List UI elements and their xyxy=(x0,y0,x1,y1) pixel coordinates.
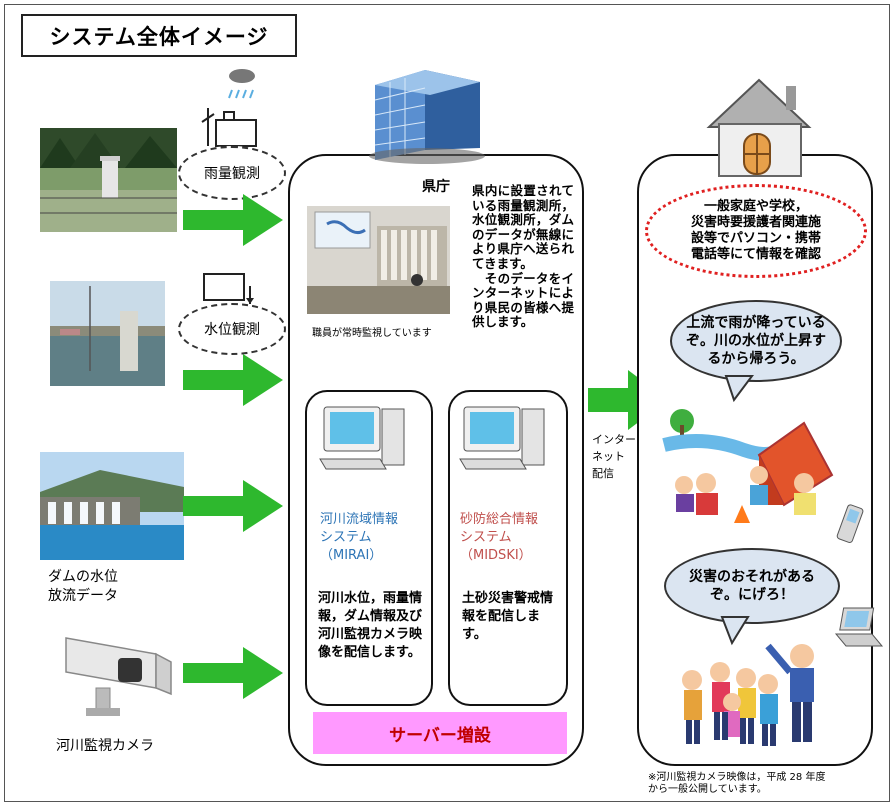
camping-family-illustration xyxy=(662,409,834,523)
speech-bubble-rain-tail xyxy=(724,375,754,403)
midski-computer-icon xyxy=(459,406,545,470)
evacuating-people-illustration xyxy=(682,643,814,746)
speech-bubble-evacuate-tail xyxy=(720,616,750,646)
mirai-system-body: 河川水位，雨量情報，ダム情報及び河川監視カメラ映像を配信します。 xyxy=(318,591,423,660)
public-access-oval: 一般家庭や学校， 災害時要援護者関連施 設等でパソコン・携帯 電話等にて情報を確… xyxy=(645,184,867,278)
rain-observation-label: 雨量観測 xyxy=(178,146,286,200)
speech-bubble-evacuate: 災害のおそれがあるぞ。にげろ！ xyxy=(664,548,840,624)
water-observation-label: 水位観測 xyxy=(178,303,286,355)
midski-system-body: 土砂災害警戒情報を配信します。 xyxy=(462,591,554,642)
diagram-title: システム全体イメージ xyxy=(21,14,297,57)
laptop-icon xyxy=(834,607,884,647)
server-expansion-label: サーバー増設 xyxy=(313,712,567,754)
prefecture-building-icon xyxy=(369,70,485,164)
water-level-photo xyxy=(50,281,165,386)
dam-data-label: ダムの水位 放流データ xyxy=(48,569,118,604)
rain-station-icon xyxy=(201,108,257,147)
prefecture-description: 県内に設置されている雨量観測所，水位観測所，ダムのデータが無線により県庁へ送られ… xyxy=(472,183,574,330)
arrow-rain-to-prefecture xyxy=(183,194,283,246)
water-station-icon xyxy=(203,273,254,304)
monitoring-room-photo xyxy=(307,206,450,314)
arrow-water-to-prefecture xyxy=(183,354,283,406)
dam-photo xyxy=(40,452,184,560)
internet-delivery-label: インター ネット 配信 xyxy=(592,433,636,480)
mirai-system-name: 河川流域情報 システム （MIRAI） xyxy=(320,512,399,563)
prefecture-heading: 県庁 xyxy=(422,179,450,195)
rain-cloud-icon xyxy=(228,69,255,99)
diagram-frame xyxy=(4,4,890,802)
arrow-dam-to-prefecture xyxy=(183,480,283,532)
monitoring-caption: 職員が常時監視しています xyxy=(312,328,432,339)
mobile-phone-icon xyxy=(836,504,864,543)
arrow-camera-to-prefecture xyxy=(183,647,283,699)
river-camera-icon xyxy=(65,637,172,716)
mirai-computer-icon xyxy=(319,406,405,470)
footnote: ※河川監視カメラ映像は，平成 28 年度 から一般公開しています。 xyxy=(648,772,826,795)
river-camera-label: 河川監視カメラ xyxy=(56,738,154,754)
rain-gauge-photo xyxy=(40,128,177,232)
midski-system-name: 砂防総合情報 システム （MIDSKI） xyxy=(460,512,539,563)
speech-bubble-rain: 上流で雨が降っているぞ。川の水位が上昇するから帰ろう。 xyxy=(670,300,842,382)
house-icon xyxy=(706,78,812,177)
